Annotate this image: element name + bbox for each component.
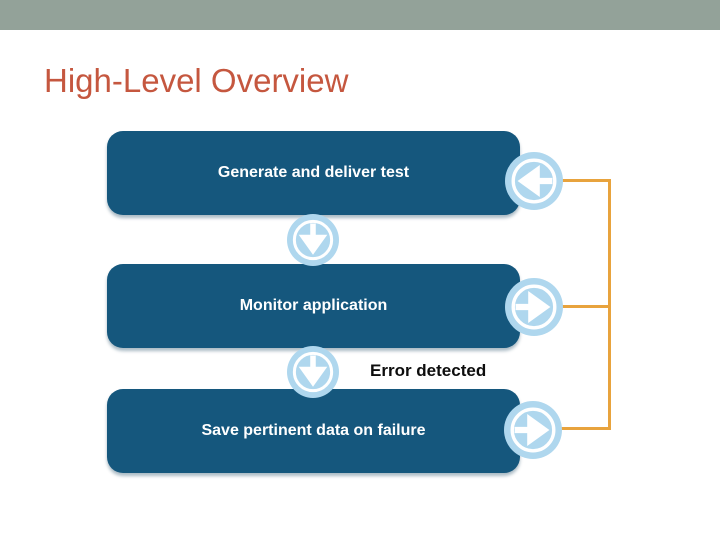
step-box-monitor-application: Monitor application [107, 264, 520, 348]
error-detected-label: Error detected [370, 361, 487, 380]
left-arrow-icon [505, 152, 563, 210]
down-arrow-icon [287, 346, 339, 398]
step-box-label: Save pertinent data on failure [201, 422, 426, 439]
connector-line-step2-horizontal [556, 305, 611, 308]
connector-line-vertical [608, 179, 611, 430]
connector-line-step1-horizontal [556, 179, 611, 182]
step-box-generate-and-deliver-test: Generate and deliver test [107, 131, 520, 215]
slide-header-bar [0, 0, 720, 30]
slide-title: High-Level Overview [44, 62, 349, 99]
right-arrow-icon [504, 401, 562, 459]
step-box-save-pertinent-data: Save pertinent data on failure [107, 389, 520, 473]
connector-line-step3-horizontal [556, 427, 611, 430]
step-box-label: Generate and deliver test [217, 164, 410, 181]
right-arrow-icon [505, 278, 563, 336]
down-arrow-icon [287, 214, 339, 266]
step-box-label: Monitor application [239, 297, 388, 314]
